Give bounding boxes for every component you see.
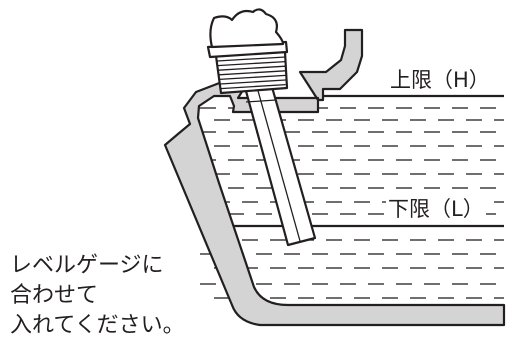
- level-gauge-rod-groove: [254, 79, 301, 242]
- thread-line: [216, 56, 286, 62]
- gauge-cap-thread-lines: [216, 56, 286, 90]
- instruction-line: 入れてください。: [10, 313, 185, 338]
- level-gauge-rod-band: [245, 99, 277, 103]
- upper-limit-label: 上限（H）: [388, 68, 492, 92]
- lower-limit-label: 下限（L）: [386, 197, 486, 221]
- gauge-cap-knob: [209, 8, 285, 49]
- thread-line: [219, 74, 286, 81]
- thread-line: [218, 70, 286, 76]
- liquid-dashes: [200, 107, 504, 299]
- thread-line: [217, 60, 286, 67]
- instruction-line: 合わせて: [10, 283, 99, 308]
- thread-line: [220, 83, 286, 90]
- thread-line: [219, 79, 286, 85]
- thread-line: [218, 65, 286, 71]
- instruction-line: レベルゲージに: [10, 253, 164, 278]
- instruction-text: レベルゲージに 合わせて 入れてください。: [10, 251, 225, 341]
